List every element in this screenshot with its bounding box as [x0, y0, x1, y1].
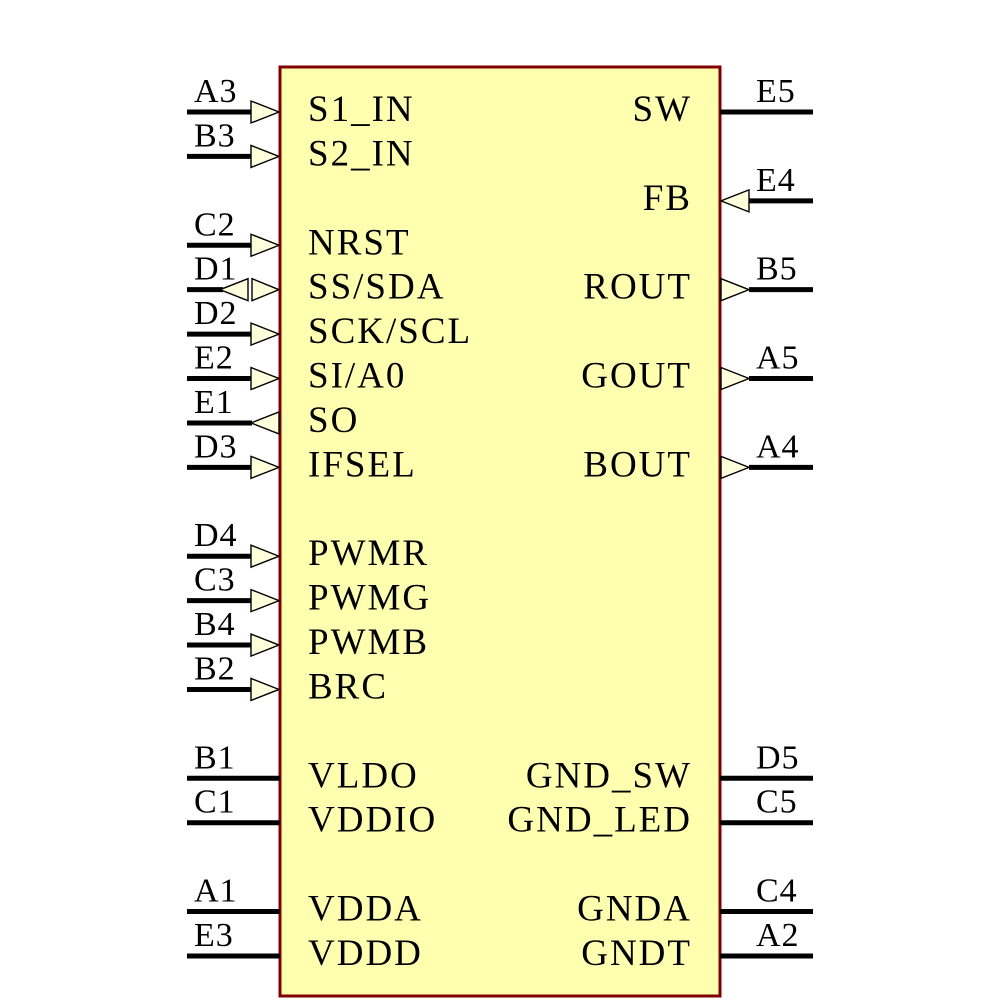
pin-name: VDDA — [308, 889, 423, 930]
pin-A1[interactable]: A1 VDDA — [187, 873, 423, 930]
arrow-icon — [720, 455, 751, 480]
pin-D4[interactable]: D4 PWMR — [187, 517, 429, 574]
right-pins-group: E5 SW E4 FB B5 ROUT A5 GOUT A4 BOUT D5 GND_SW C5 GND_… — [507, 73, 813, 974]
pin-B1[interactable]: B1 VLDO — [187, 739, 419, 796]
pin-designator: E3 — [194, 917, 234, 954]
pin-E4[interactable]: E4 FB — [643, 162, 813, 219]
pin-B3[interactable]: B3 S2_IN — [187, 117, 415, 174]
pin-designator: E1 — [194, 384, 234, 421]
pin-C3[interactable]: C3 PWMG — [187, 562, 431, 619]
pin-D5[interactable]: D5 GND_SW — [526, 739, 813, 796]
pin-E2[interactable]: E2 SI/A0 — [187, 340, 406, 397]
pin-name: PWMB — [308, 622, 429, 663]
pin-C4[interactable]: C4 GNDA — [577, 873, 813, 930]
pin-designator: C2 — [194, 206, 236, 243]
pin-designator: B3 — [194, 117, 236, 154]
arrow-icon — [720, 277, 751, 302]
pin-name: BRC — [308, 666, 388, 707]
pin-designator: B2 — [194, 650, 236, 687]
pin-B4[interactable]: B4 PWMB — [187, 606, 429, 663]
pin-designator: C1 — [194, 784, 236, 821]
pin-name: SS/SDA — [308, 267, 445, 308]
pin-A5[interactable]: A5 GOUT — [581, 340, 813, 397]
pin-name: ROUT — [583, 267, 692, 308]
pin-name: SO — [308, 400, 359, 441]
arrow-icon — [249, 410, 280, 435]
arrow-icon — [251, 277, 281, 302]
pin-name: GNDA — [577, 889, 692, 930]
pin-name: GND_LED — [507, 800, 692, 841]
pin-designator: D3 — [194, 428, 238, 465]
arrow-icon — [250, 322, 281, 347]
pin-D3[interactable]: D3 IFSEL — [187, 428, 417, 485]
pin-designator: D1 — [194, 251, 238, 288]
pin-name: IFSEL — [308, 444, 417, 485]
pin-designator: C5 — [756, 784, 798, 821]
arrow-icon — [720, 366, 751, 391]
pin-A4[interactable]: A4 BOUT — [583, 428, 813, 485]
pin-name: FB — [643, 178, 692, 219]
pin-designator: B4 — [194, 606, 236, 643]
pin-designator: D5 — [756, 739, 800, 776]
pin-designator: A3 — [194, 73, 238, 110]
arrow-icon — [250, 99, 281, 125]
arrow-icon — [250, 544, 281, 569]
pin-designator: E5 — [756, 73, 796, 110]
pin-name: VDDIO — [308, 800, 437, 841]
pin-name: VDDD — [308, 933, 423, 974]
pin-designator: A5 — [756, 340, 800, 377]
pin-E3[interactable]: E3 VDDD — [187, 917, 423, 974]
pin-A3[interactable]: A3 S1_IN — [187, 73, 415, 130]
pin-name: GND_SW — [526, 755, 692, 796]
arrow-icon — [218, 277, 249, 302]
arrow-icon — [250, 455, 281, 480]
arrow-icon — [250, 144, 281, 169]
pin-E1[interactable]: E1 SO — [187, 384, 359, 441]
pin-name: SI/A0 — [308, 356, 406, 397]
pin-name: BOUT — [583, 444, 692, 485]
arrow-icon — [250, 588, 281, 613]
pin-designator: D2 — [194, 295, 238, 332]
pin-designator: E4 — [756, 162, 796, 199]
arrow-icon — [719, 188, 750, 213]
arrow-icon — [250, 233, 281, 258]
pin-name: S2_IN — [308, 133, 415, 174]
pin-name: S1_IN — [308, 89, 415, 130]
arrow-icon — [250, 677, 281, 702]
pin-name: SW — [633, 89, 693, 130]
component-body[interactable] — [278, 65, 722, 998]
pin-designator: E2 — [194, 340, 234, 377]
pin-name: NRST — [308, 222, 411, 263]
pin-B5[interactable]: B5 ROUT — [583, 251, 813, 308]
pin-designator: B5 — [756, 251, 798, 288]
pin-designator: B1 — [194, 739, 236, 776]
arrow-icon — [250, 633, 281, 658]
pin-D2[interactable]: D2 SCK/SCL — [187, 295, 472, 352]
pin-C5[interactable]: C5 GND_LED — [507, 784, 813, 841]
pin-name: PWMR — [308, 533, 429, 574]
arrow-icon — [250, 366, 281, 391]
pin-C1[interactable]: C1 VDDIO — [187, 784, 437, 841]
pin-name: VLDO — [308, 755, 419, 796]
pin-B2[interactable]: B2 BRC — [187, 650, 388, 707]
pin-name: PWMG — [308, 578, 431, 619]
pin-name: GOUT — [581, 356, 692, 397]
pin-designator: A4 — [756, 428, 800, 465]
pin-designator: C4 — [756, 873, 798, 910]
pin-designator: C3 — [194, 562, 236, 599]
pin-designator: A2 — [756, 917, 800, 954]
pin-C2[interactable]: C2 NRST — [187, 206, 411, 263]
pin-E5[interactable]: E5 SW — [633, 73, 814, 130]
pin-A2[interactable]: A2 GNDT — [581, 917, 813, 974]
pin-name: SCK/SCL — [308, 311, 472, 352]
pin-name: GNDT — [581, 933, 692, 974]
pin-designator: D4 — [194, 517, 238, 554]
pin-designator: A1 — [194, 873, 238, 910]
pin-D1[interactable]: D1 SS/SDA — [187, 251, 445, 308]
